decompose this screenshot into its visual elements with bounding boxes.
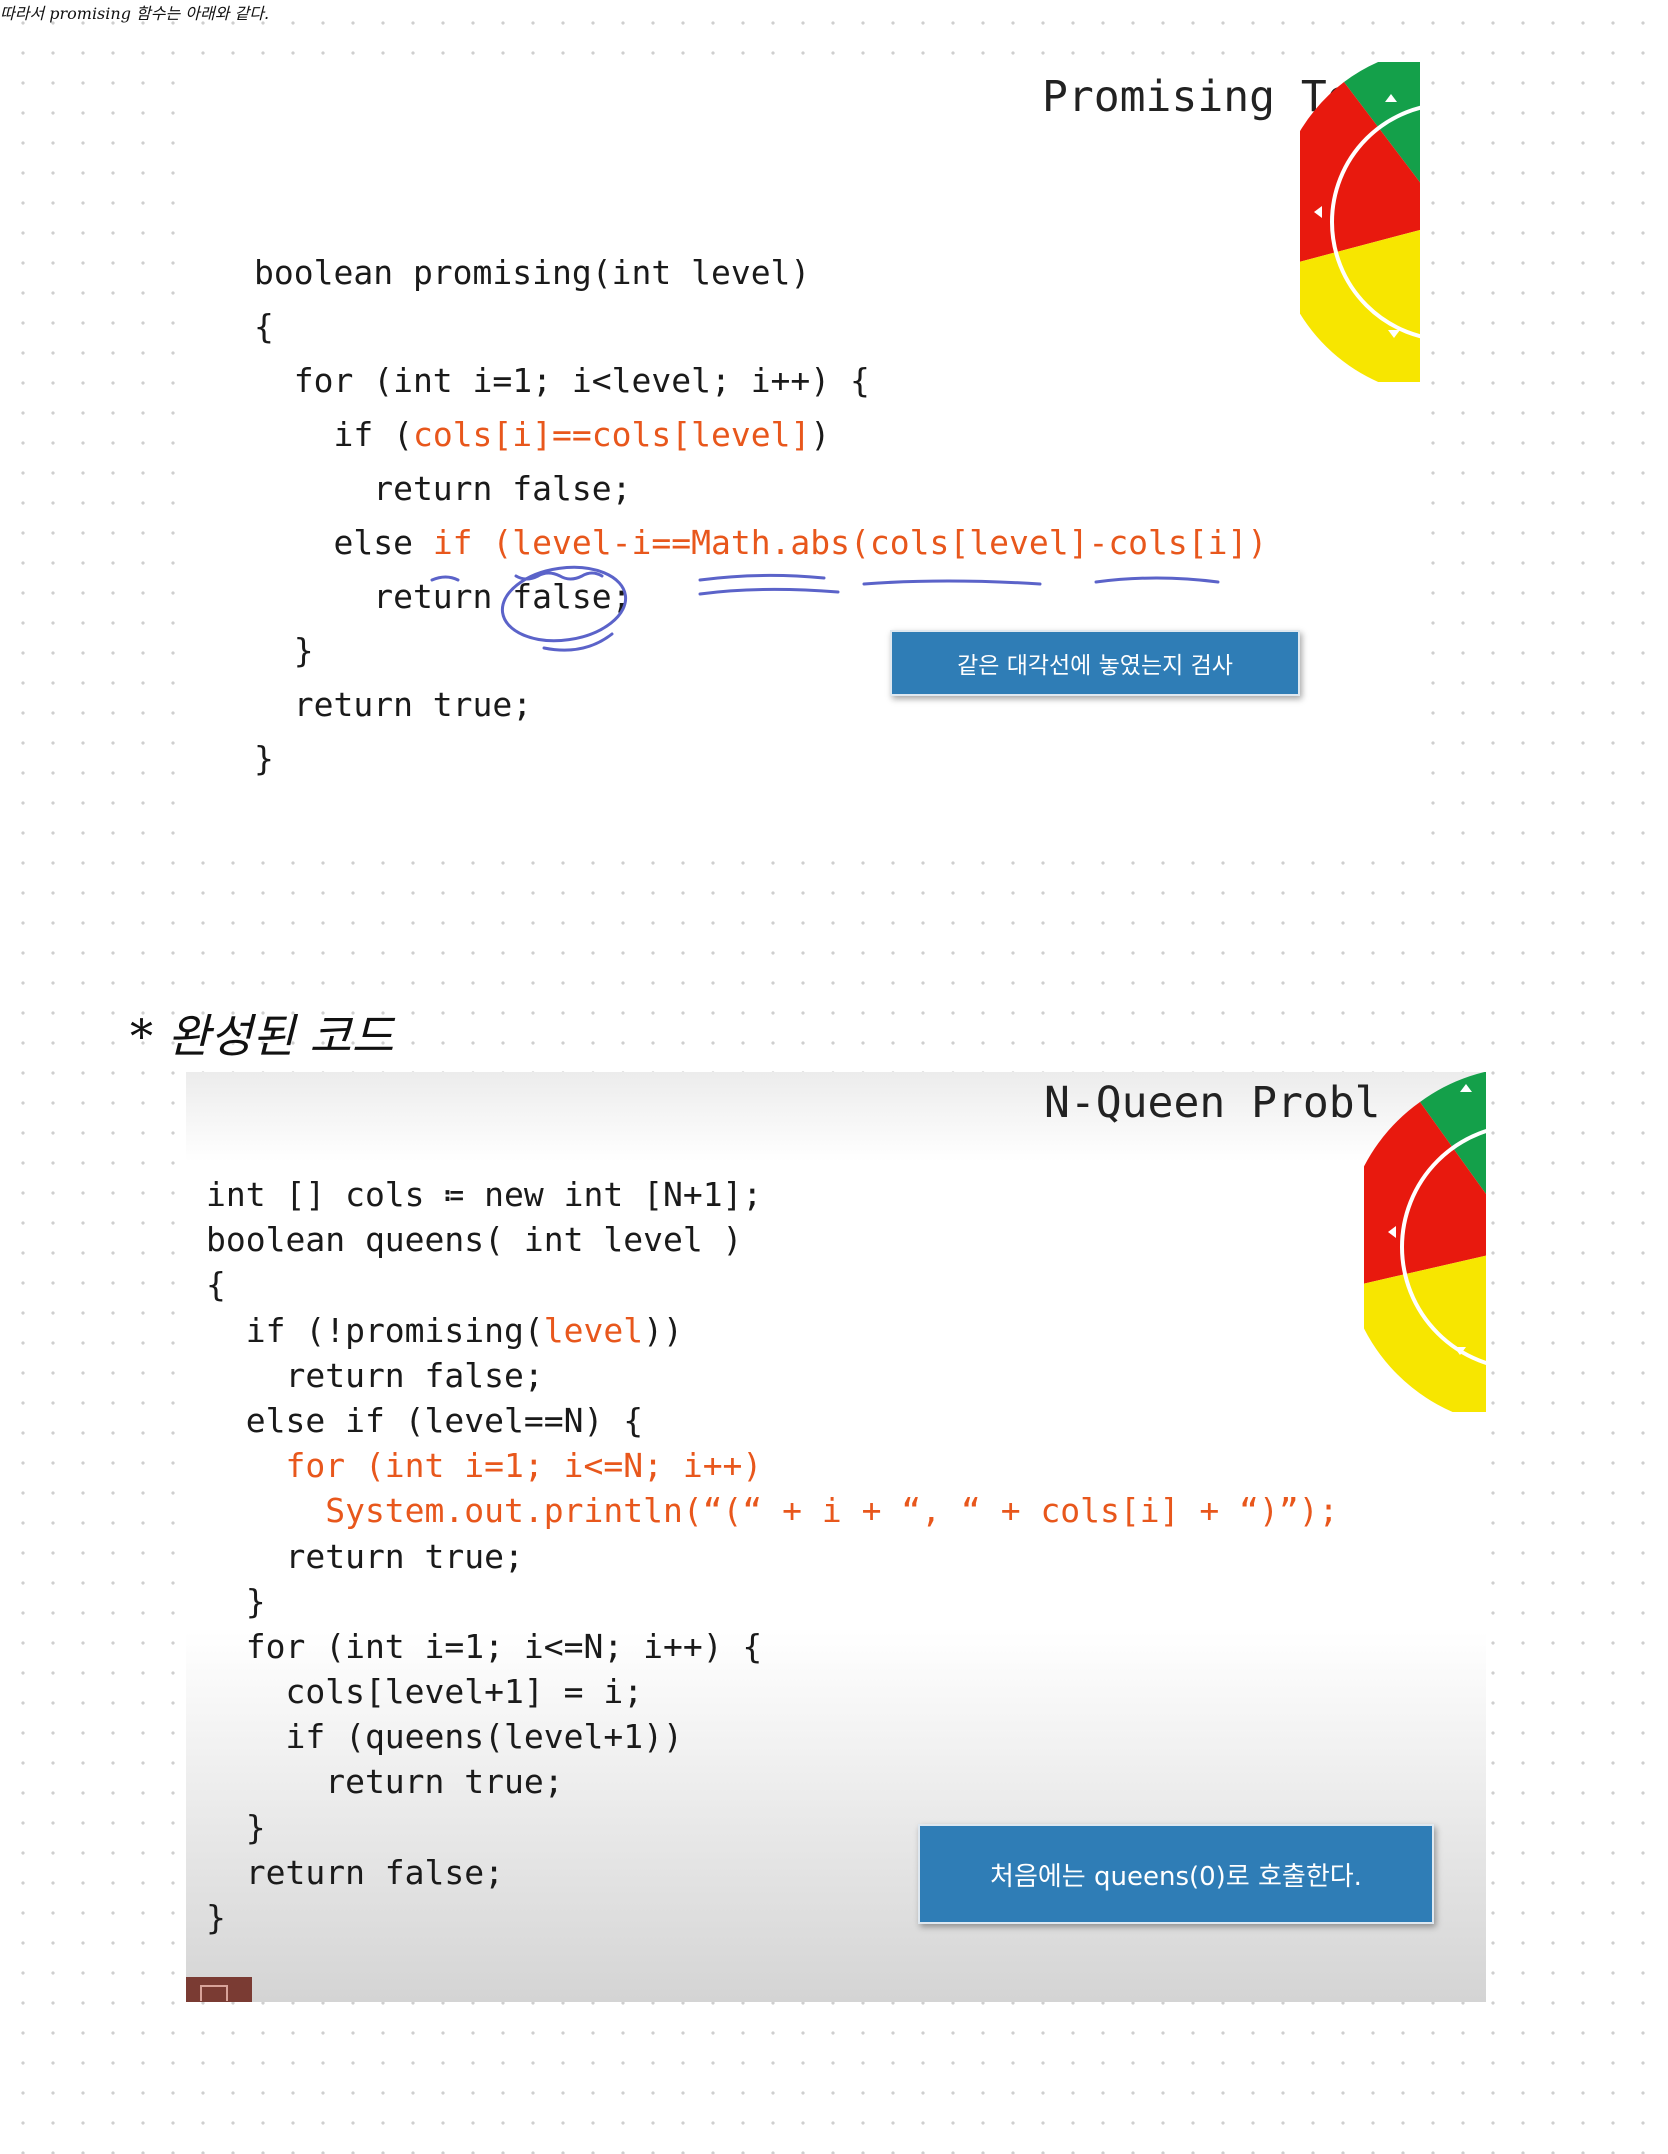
slide-title: N-Queen Probl [1044, 1078, 1381, 1128]
code-text: ) [810, 415, 831, 454]
code-text: return true; [254, 685, 533, 724]
slide-menu-icon[interactable] [186, 1977, 252, 2002]
code-line: System.out.println(“(“ + i + “, “ + cols… [206, 1488, 1338, 1533]
handwritten-note-complete-code: * 완성된 코드 [130, 1009, 394, 1063]
code-line: return true; [206, 1759, 1338, 1804]
code-text: } [206, 1581, 266, 1621]
code-text: { [254, 307, 274, 346]
code-highlight: cols[i]==cols[level] [412, 415, 811, 454]
code-text: } [254, 739, 274, 778]
code-line: return false; [254, 570, 1267, 624]
code-line: if (cols[i]==cols[level]) [254, 408, 1267, 462]
code-line: for (int i=1; i<=N; i++) { [206, 1624, 1338, 1669]
slide-n-queen: N-Queen Probl int [] cols ≔ new int [N+1… [186, 1072, 1486, 2002]
code-line: for (int i=1; i<level; i++) { [254, 354, 1267, 408]
code-line: return true; [254, 678, 1267, 732]
code-text: boolean promising(int level) [254, 253, 811, 292]
code-line: } [254, 624, 1267, 678]
code-line: { [206, 1262, 1338, 1307]
handwritten-note-intro: 따라서 promising 함수는 아래와 같다. [0, 4, 270, 23]
nav-wheel-icon[interactable] [1300, 62, 1420, 382]
code-text: else if (level==N) { [206, 1400, 644, 1440]
code-text: if (queens(level+1)) [206, 1717, 683, 1757]
code-text: boolean queens( int level ) [206, 1220, 743, 1260]
code-text: int [] cols ≔ new int [N+1]; [206, 1175, 763, 1214]
code-text: { [206, 1265, 226, 1305]
code-highlight: System.out.println(“(“ + i + “, “ + cols… [206, 1491, 1339, 1531]
tooltip-diagonal-check: 같은 대각선에 놓였는지 검사 [890, 630, 1300, 696]
code-text: } [254, 631, 314, 670]
code-line: boolean queens( int level ) [206, 1217, 1338, 1262]
code-line: boolean promising(int level) [254, 246, 1267, 300]
code-line: cols[level+1] = i; [206, 1669, 1338, 1714]
code-line: else if (level-i==Math.abs(cols[level]-c… [254, 516, 1267, 570]
code-text: return true; [206, 1762, 564, 1802]
code-text: else [254, 523, 433, 562]
code-line: } [206, 1805, 1338, 1850]
code-text: for (int i=1; i<=N; i++) { [206, 1626, 763, 1666]
slide-promising: Promising Te boolean promising(int level… [190, 56, 1420, 846]
code-line: else if (level==N) { [206, 1398, 1338, 1443]
code-line: return true; [206, 1534, 1338, 1579]
code-text: return false; [254, 577, 632, 616]
code-text: return false; [254, 469, 632, 508]
code-text: if ( [254, 415, 413, 454]
slide-title: Promising Te [1042, 72, 1353, 122]
code-text: return false; [206, 1852, 505, 1892]
code-text: } [206, 1898, 226, 1937]
code-line: if (queens(level+1)) [206, 1714, 1338, 1759]
code-text: for (int i=1; i<level; i++) { [254, 361, 870, 400]
nav-wheel-icon[interactable] [1364, 1072, 1486, 1412]
code-highlight: if (level-i==Math.abs(cols[level]-cols[i… [432, 523, 1268, 562]
code-text: )) [643, 1310, 683, 1350]
code-line: if (!promising(level)) [206, 1308, 1338, 1353]
code-line: { [254, 300, 1267, 354]
code-line: } [254, 732, 1267, 786]
code-highlight: level [543, 1310, 644, 1350]
code-text: cols[level+1] = i; [206, 1672, 644, 1712]
code-line: for (int i=1; i<=N; i++) [206, 1443, 1338, 1488]
code-line: int [] cols ≔ new int [N+1]; [206, 1172, 1338, 1217]
code-highlight: for (int i=1; i<=N; i++) [206, 1446, 763, 1486]
code-line: } [206, 1895, 1338, 1940]
code-line: return false; [206, 1353, 1338, 1398]
code-line: return false; [206, 1850, 1338, 1895]
code-block-queens: int [] cols ≔ new int [N+1]; boolean quee… [206, 1172, 1338, 1940]
code-line: return false; [254, 462, 1267, 516]
code-line: } [206, 1579, 1338, 1624]
code-block-promising: boolean promising(int level) { for (int i… [254, 246, 1267, 786]
code-text: return false; [206, 1355, 544, 1395]
code-text: return true; [206, 1536, 524, 1576]
code-text: if (!promising( [206, 1310, 544, 1350]
code-text: } [206, 1807, 266, 1847]
tooltip-initial-call: 처음에는 queens(0)로 호출한다. [918, 1824, 1434, 1924]
